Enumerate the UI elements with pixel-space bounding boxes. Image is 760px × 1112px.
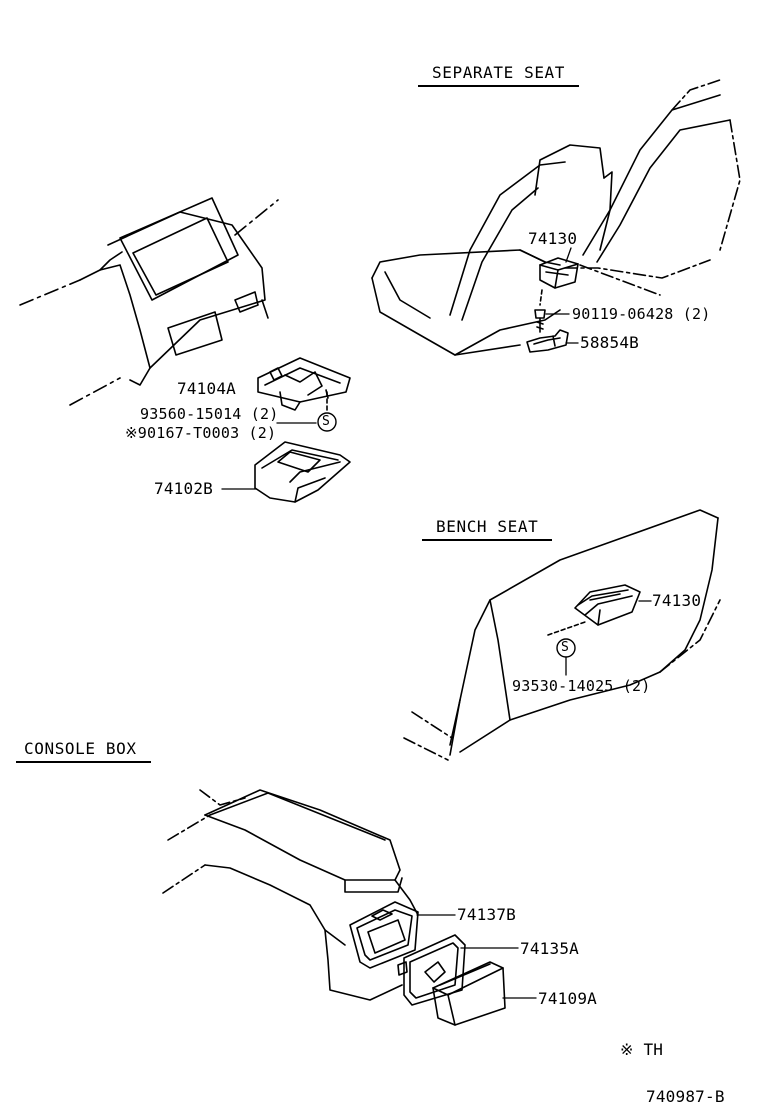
part-label-74104A: 74104A (177, 379, 236, 398)
part-label-90167: ※90167-T0003 (2) (125, 424, 277, 442)
footnote: ※ TH (620, 1040, 664, 1059)
part-label-93560: 93560-15014 (2) (140, 405, 279, 423)
part-label-90119: 90119-06428 (2) (572, 305, 711, 323)
part-74137B (349, 901, 419, 969)
leader-line (565, 247, 572, 263)
part-74130-separate (539, 257, 579, 289)
screw-symbol-letter: S (322, 414, 331, 429)
part-74102B (254, 441, 351, 503)
part-label-74130-bench: 74130 (652, 591, 702, 610)
section-header-console-box: CONSOLE BOX (16, 740, 151, 763)
separate-seat-illustration (371, 79, 741, 356)
part-label-74137B: 74137B (457, 905, 516, 924)
figure-number: 740987-B (646, 1087, 725, 1106)
section-header-bench-seat: BENCH SEAT (422, 518, 553, 541)
part-74130-bench (574, 584, 641, 626)
part-74109A (432, 961, 506, 1026)
screw-symbol-letter: S (561, 640, 570, 655)
dashboard-illustration (19, 197, 279, 406)
part-74135A (397, 934, 466, 1006)
part-label-74130-separate: 74130 (528, 229, 578, 248)
part-74104A (257, 357, 351, 411)
bench-seat-illustration (403, 509, 721, 761)
part-label-58854B: 58854B (580, 333, 639, 352)
screw-symbol-circle (317, 412, 337, 432)
part-label-74135A: 74135A (520, 939, 579, 958)
leader-line (539, 289, 543, 306)
part-label-74109A: 74109A (538, 989, 597, 1008)
section-header-separate-seat: SEPARATE SEAT (418, 64, 580, 87)
leader-line (547, 621, 586, 636)
part-label-74102B: 74102B (154, 479, 213, 498)
console-box-illustration (162, 789, 419, 1001)
part-label-93530: 93530-14025 (2) (512, 677, 651, 695)
part-58854B (526, 329, 569, 353)
part-90119-bolt (534, 309, 546, 333)
